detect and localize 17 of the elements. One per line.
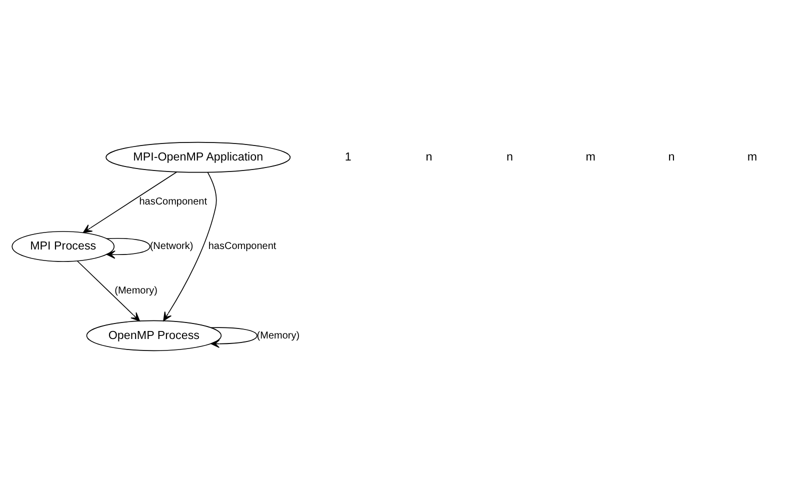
- edge-label: (Memory): [256, 330, 300, 341]
- label: n: [506, 150, 514, 163]
- arrow: [163, 171, 217, 321]
- edge-label: hasComponent: [139, 196, 208, 207]
- arrow: [76, 260, 140, 321]
- label: m: [747, 150, 758, 163]
- node-ellipse: MPI-OpenMP Application: [106, 141, 291, 172]
- arrow: [106, 237, 150, 258]
- edge-label: (Network): [150, 240, 194, 252]
- edge-label: hasComponent: [208, 240, 276, 252]
- label: n: [668, 150, 675, 163]
- arrow: [210, 326, 258, 348]
- label: m: [586, 150, 596, 163]
- edge-label: (Memory): [114, 285, 158, 296]
- arrow: [82, 171, 178, 232]
- label: 1: [344, 150, 352, 163]
- label: n: [426, 150, 432, 163]
